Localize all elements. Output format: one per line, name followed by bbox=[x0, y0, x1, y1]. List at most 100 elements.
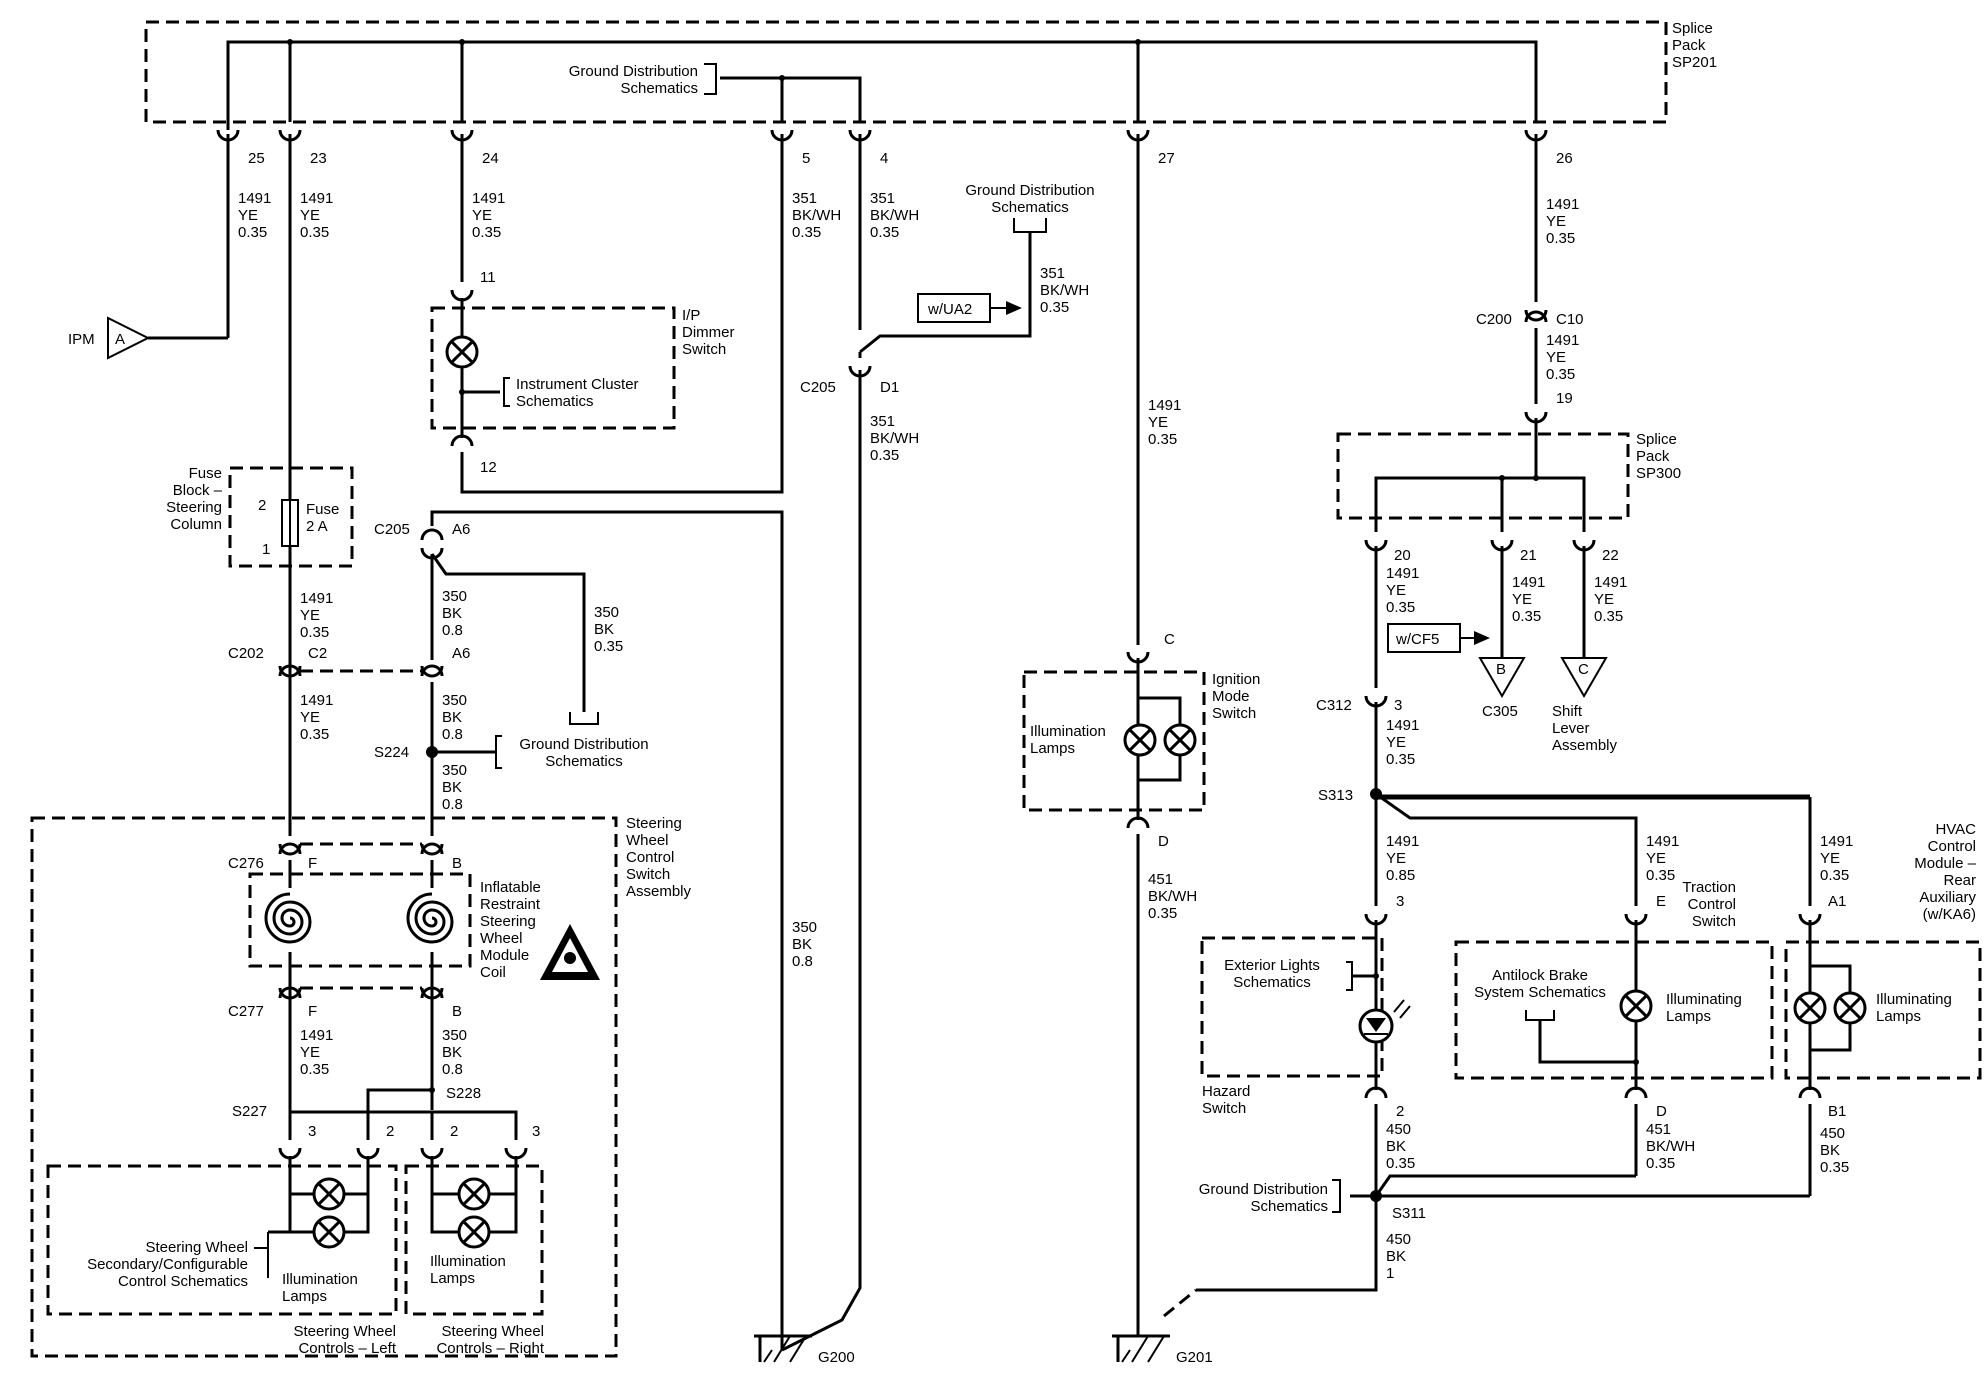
clockspring-box bbox=[248, 872, 472, 968]
g200: G200 bbox=[818, 1349, 855, 1366]
pin-21: 21 bbox=[1520, 547, 1537, 564]
hazard-pin3: 3 bbox=[1396, 893, 1404, 910]
s313: S313 bbox=[1318, 787, 1353, 804]
ua2-option: w/UA2 bbox=[927, 301, 972, 318]
sp201-connectors bbox=[216, 122, 1548, 142]
swc-right-box bbox=[404, 1164, 544, 1316]
traction-switch-box bbox=[1454, 940, 1774, 1080]
swc-assembly-box bbox=[30, 816, 618, 1358]
pin-24: 24 bbox=[482, 150, 499, 167]
left-pin2: 2 bbox=[386, 1123, 394, 1140]
a6-top: A6 bbox=[452, 521, 470, 538]
c2: C2 bbox=[308, 645, 327, 662]
c277: C277 bbox=[228, 1003, 264, 1020]
s227: S227 bbox=[232, 1103, 267, 1120]
splice-pack-sp300-box bbox=[1336, 432, 1630, 520]
ign-pin-d: D bbox=[1158, 833, 1169, 850]
c277-f: F bbox=[308, 1003, 317, 1020]
dimmer-lamp-icon bbox=[445, 335, 479, 369]
c305-pin: B bbox=[1496, 661, 1506, 678]
pin-20: 20 bbox=[1394, 547, 1411, 564]
fuse-pin1: 1 bbox=[262, 541, 270, 558]
hvac-pin-b1: B1 bbox=[1828, 1103, 1846, 1120]
dimmer-pin11: 11 bbox=[480, 269, 496, 286]
a6-c202: A6 bbox=[452, 645, 470, 662]
hvac-pin-a1: A1 bbox=[1828, 893, 1846, 910]
traction-lamp-icon bbox=[1619, 989, 1653, 1023]
c205-d1: D1 bbox=[880, 379, 899, 396]
c312-pin: 3 bbox=[1394, 697, 1402, 714]
ground-g200-icon bbox=[754, 1334, 812, 1363]
right-lamp2-icon bbox=[457, 1215, 491, 1249]
ign-pin-c: C bbox=[1164, 631, 1175, 648]
hvac-module-box bbox=[1784, 940, 1982, 1080]
left-lamp1-icon bbox=[312, 1177, 346, 1211]
ipm-connector-arrow bbox=[107, 316, 151, 360]
traction-pin-e: E bbox=[1656, 893, 1666, 910]
airbag-warning-icon bbox=[540, 924, 600, 980]
cf5-option: w/CF5 bbox=[1395, 631, 1439, 648]
pin-27: 27 bbox=[1158, 150, 1175, 167]
ipm-pin: A bbox=[115, 331, 125, 348]
c277-b: B bbox=[452, 1003, 462, 1020]
fuse-pin2: 2 bbox=[258, 497, 266, 514]
s228: S228 bbox=[446, 1085, 481, 1102]
left-pin3: 3 bbox=[308, 1123, 316, 1140]
c276-b: B bbox=[452, 855, 462, 872]
c276: C276 bbox=[228, 855, 264, 872]
c312: C312 bbox=[1316, 697, 1352, 714]
swc-left-box bbox=[46, 1164, 398, 1316]
c202: C202 bbox=[228, 645, 264, 662]
c276-f: F bbox=[308, 855, 317, 872]
pin-22: 22 bbox=[1602, 547, 1619, 564]
led-icon bbox=[1358, 999, 1411, 1044]
c205-top: C205 bbox=[800, 379, 836, 396]
sp201-bus bbox=[226, 39, 1538, 122]
pin-4: 4 bbox=[880, 150, 888, 167]
pin-5: 5 bbox=[802, 150, 810, 167]
ground-g201-icon bbox=[1112, 1334, 1170, 1363]
